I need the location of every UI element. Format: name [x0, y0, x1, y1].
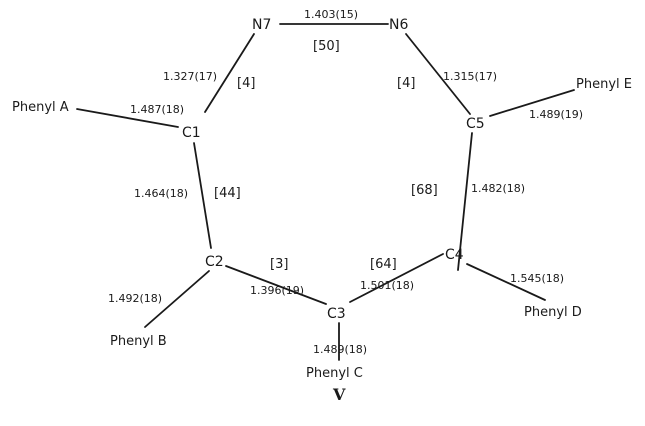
bond-length-label: 1.482(18): [471, 182, 525, 195]
dihedral-angle-label: [4]: [397, 76, 415, 91]
atom-label-c4: C4: [445, 247, 464, 263]
dihedral-angle-label: [50]: [313, 39, 340, 54]
substituent-label-phenyl-d: Phenyl D: [524, 305, 582, 320]
atom-label-n7: N7: [252, 17, 271, 33]
bond-n7-c1: [204, 33, 255, 113]
atom-label-c5: C5: [466, 116, 485, 132]
substituent-label-phenyl-a: Phenyl A: [12, 100, 69, 115]
bond-c1-c2: [193, 142, 212, 249]
bond-length-label: 1.315(17): [443, 70, 497, 83]
bond-length-label: 1.403(15): [304, 8, 358, 21]
bond-length-label: 1.489(19): [529, 108, 583, 121]
bond-length-label: 1.464(18): [134, 187, 188, 200]
atom-label-n6: N6: [389, 17, 408, 33]
atom-label-c1: C1: [182, 125, 201, 141]
bond-c4-phenyl-d: [466, 263, 546, 301]
dihedral-angle-label: [44]: [214, 186, 241, 201]
bond-length-label: 1.501(18): [360, 279, 414, 292]
bond-length-label: 1.487(18): [130, 103, 184, 116]
bond-c5-phenyl-e: [489, 89, 575, 117]
bond-length-label: 1.396(19): [250, 284, 304, 297]
bond-n6-c5: [405, 33, 471, 115]
bond-length-label: 1.489(18): [313, 343, 367, 356]
substituent-label-phenyl-b: Phenyl B: [110, 334, 167, 349]
bond-c2-c3: [225, 265, 327, 305]
bond-length-label: 1.327(17): [163, 70, 217, 83]
substituent-label-phenyl-c: Phenyl C: [306, 366, 363, 381]
atom-label-c2: C2: [205, 254, 224, 270]
dihedral-angle-label: [3]: [270, 257, 288, 272]
dihedral-angle-label: [4]: [237, 76, 255, 91]
bond-c2-phenyl-b: [144, 270, 210, 328]
bond-c5-c4: [457, 132, 473, 271]
dihedral-angle-label: [64]: [370, 257, 397, 272]
bond-c3-c4: [349, 253, 444, 303]
atom-label-c3: C3: [327, 306, 346, 322]
substituent-label-phenyl-e: Phenyl E: [576, 77, 632, 92]
compound-caption: V: [332, 385, 346, 404]
bond-length-label: 1.545(18): [510, 272, 564, 285]
bond-c1-phenyl-a: [76, 108, 179, 128]
dihedral-angle-label: [68]: [411, 183, 438, 198]
bond-length-label: 1.492(18): [108, 292, 162, 305]
